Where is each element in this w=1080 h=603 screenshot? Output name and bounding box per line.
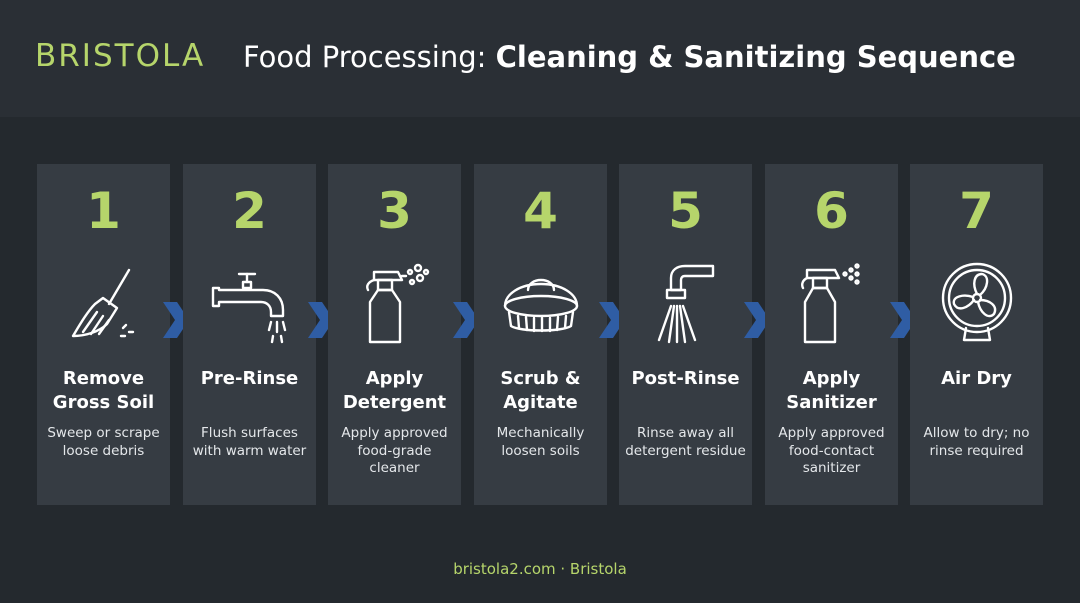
chevron-right-icon [308, 302, 334, 338]
step-description: Rinse away all detergent residue [625, 425, 746, 459]
step-title: Post-Rinse [631, 368, 740, 389]
chevron-right-icon [890, 302, 916, 338]
faucet-icon [211, 272, 287, 344]
step-number: 1 [86, 182, 121, 240]
step-panel-3: 3 Apply Detergent Apply approved food-gr… [328, 164, 461, 505]
step-title: Apply Sanitizer [786, 368, 877, 413]
brand-logo: BRISTOLA [35, 38, 206, 74]
step-number: 4 [523, 182, 558, 240]
step-panel-2: 2 Pre-Rinse Flush surfaces with warm wat… [183, 164, 316, 505]
step-title: Pre-Rinse [200, 368, 299, 389]
step-number: 3 [377, 182, 412, 240]
footer-credit: bristola2.com · Bristola [453, 560, 627, 578]
step-number: 7 [959, 182, 994, 240]
step-number: 6 [814, 182, 849, 240]
title-prefix: Food Processing: [243, 40, 496, 74]
sanitizer-spray-icon [801, 263, 860, 344]
step-description: Apply approved food-contact sanitizer [778, 425, 885, 476]
step-description: Flush surfaces with warm water [192, 425, 307, 459]
step-panel-5: 5 Post-Rinse Rinse away all detergent re… [619, 164, 752, 505]
spray-bottle-icon [366, 263, 430, 344]
broom-icon [71, 268, 135, 338]
step-title: Apply Detergent [342, 368, 447, 413]
step-panel-7: 7 Air Dry Allow to dry; no rinse require… [910, 164, 1043, 505]
step-number: 5 [668, 182, 703, 240]
step-description: Mechanically loosen soils [496, 425, 585, 459]
step-title: Scrub & Agitate [500, 368, 581, 413]
chevron-right-icon [163, 302, 189, 338]
step-title: Remove Gross Soil [52, 368, 155, 413]
header-bar: BRISTOLA Food Processing: Cleaning & San… [0, 0, 1080, 117]
step-number: 2 [232, 182, 267, 240]
chevron-right-icon [599, 302, 625, 338]
chevron-right-icon [744, 302, 770, 338]
page-title: Food Processing: Cleaning & Sanitizing S… [243, 40, 1016, 74]
shower-nozzle-icon [657, 264, 715, 344]
step-panel-6: 6 Apply Sanitizer Apply approved food-co… [765, 164, 898, 505]
scrub-brush-icon [503, 278, 579, 333]
step-description: Sweep or scrape loose debris [47, 425, 160, 459]
step-panel-4: 4 Scrub & Agitate Mechanically loosen so… [474, 164, 607, 505]
step-title: Air Dry [941, 368, 1012, 389]
step-description: Allow to dry; no rinse required [923, 425, 1030, 459]
title-emphasis: Cleaning & Sanitizing Sequence [495, 40, 1016, 74]
step-description: Apply approved food-grade cleaner [341, 425, 448, 476]
chevron-right-icon [453, 302, 479, 338]
fan-icon [941, 262, 1013, 342]
step-panel-1: 1 Remove Gross Soil Sweep or scrape loos… [37, 164, 170, 505]
